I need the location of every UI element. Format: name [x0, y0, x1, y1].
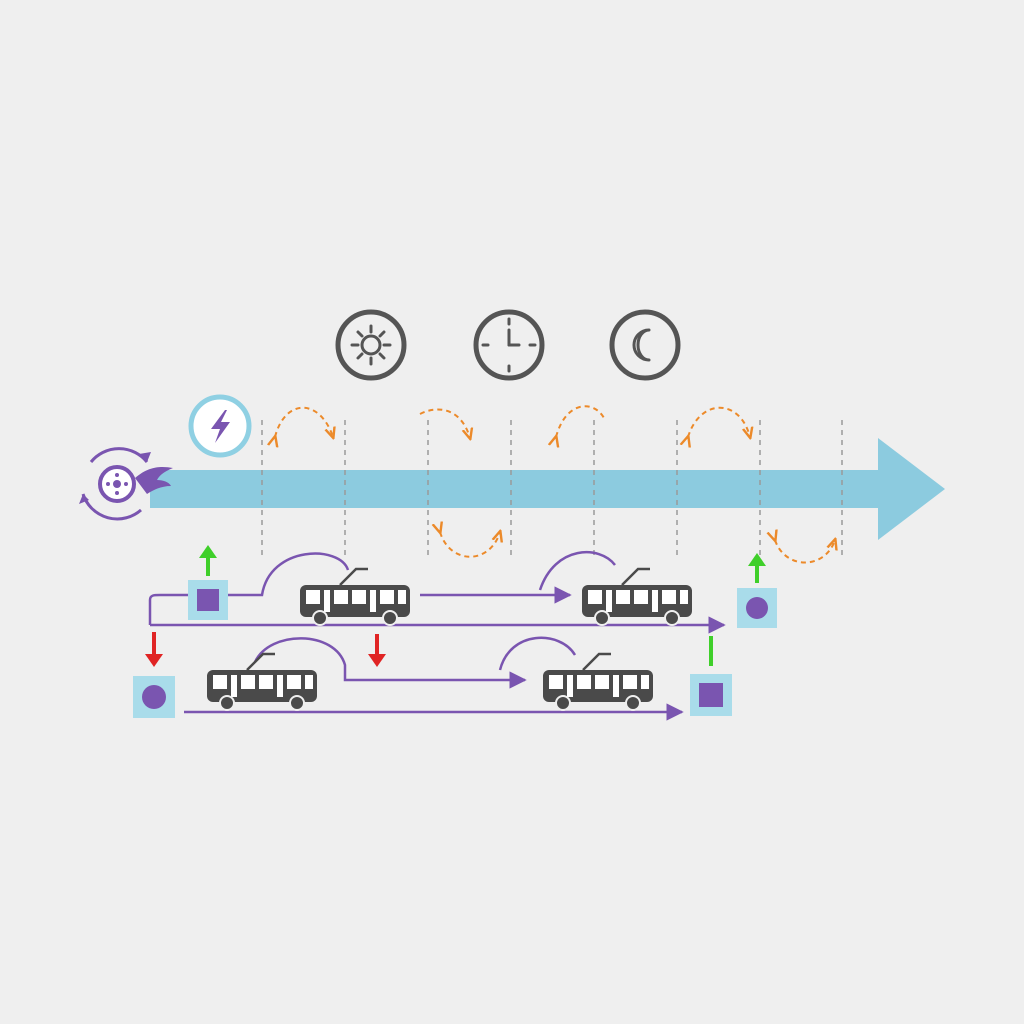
trolleybus-icon	[541, 652, 655, 712]
sun-icon	[335, 309, 407, 381]
boarding-arrow-up	[748, 553, 766, 583]
trolleybus-icon	[298, 567, 412, 627]
moon-icon	[609, 309, 681, 381]
transfer-arrow	[775, 540, 835, 564]
route-upper	[148, 551, 726, 634]
alighting-arrow-down	[368, 634, 386, 667]
timeline-arrow	[150, 438, 945, 540]
transfer-arrows-above	[275, 405, 750, 438]
route-lower	[184, 636, 684, 721]
trolleybus-icon	[580, 567, 694, 627]
stop-node-square	[690, 674, 732, 716]
alighting-arrow-down	[145, 632, 163, 667]
stop-node-circle	[737, 588, 777, 628]
clock-icon	[473, 309, 545, 381]
transfer-arrow	[688, 406, 750, 437]
transfer-arrow	[275, 406, 333, 437]
stop-node-square	[188, 580, 228, 620]
transfer-arrow	[440, 532, 500, 558]
transfer-arrow	[556, 405, 605, 437]
trolleybus-icon	[205, 652, 319, 712]
lightning-icon	[188, 394, 252, 458]
stop-node-circle	[133, 676, 175, 718]
time-dividers	[261, 420, 843, 555]
wheel-wing-icon	[79, 447, 173, 521]
transfer-arrows-below	[440, 532, 835, 564]
transfer-arrow	[419, 408, 470, 438]
boarding-arrow-up	[199, 545, 217, 576]
